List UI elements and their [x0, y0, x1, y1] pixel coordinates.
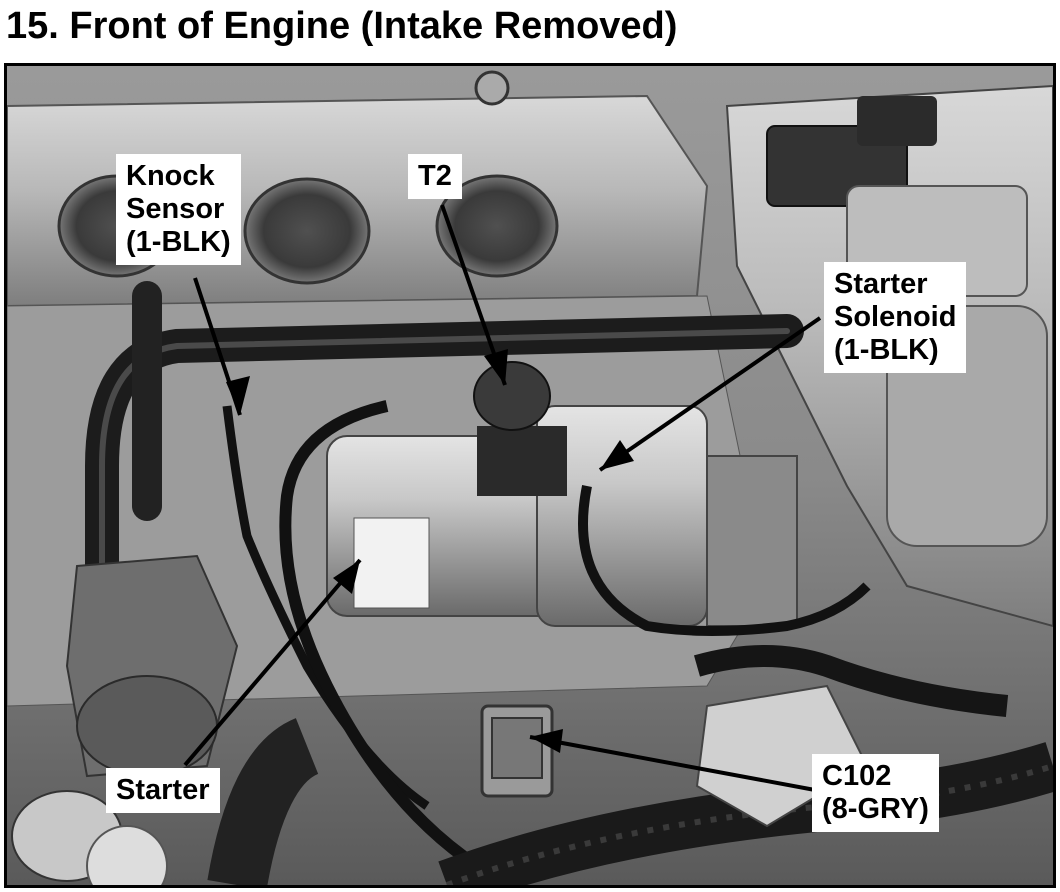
callout-starter-solenoid-line-3: (1-BLK)	[834, 334, 939, 366]
callout-knock-sensor-line-2: Sensor	[126, 193, 225, 225]
callout-knock-sensor-line-3: (1-BLK)	[126, 226, 231, 258]
callout-starter-solenoid-line-2: Solenoid	[834, 301, 957, 333]
callout-starter-solenoid-line-1: Starter	[834, 268, 928, 300]
callout-t2-label: T2	[418, 160, 452, 192]
callout-starter-solenoid: Starter Solenoid (1-BLK)	[824, 262, 967, 373]
callout-starter-label: Starter	[116, 774, 210, 806]
callout-c102-line-2: (8-GRY)	[822, 793, 929, 825]
callout-c102-line-1: C102	[822, 760, 892, 792]
callout-t2: T2	[408, 154, 462, 199]
page-title: 15. Front of Engine (Intake Removed)	[6, 5, 678, 47]
callout-starter: Starter	[106, 768, 220, 813]
callout-c102: C102 (8-GRY)	[812, 754, 939, 832]
callout-knock-sensor: Knock Sensor (1-BLK)	[116, 154, 241, 265]
callout-knock-sensor-line-1: Knock	[126, 160, 215, 192]
